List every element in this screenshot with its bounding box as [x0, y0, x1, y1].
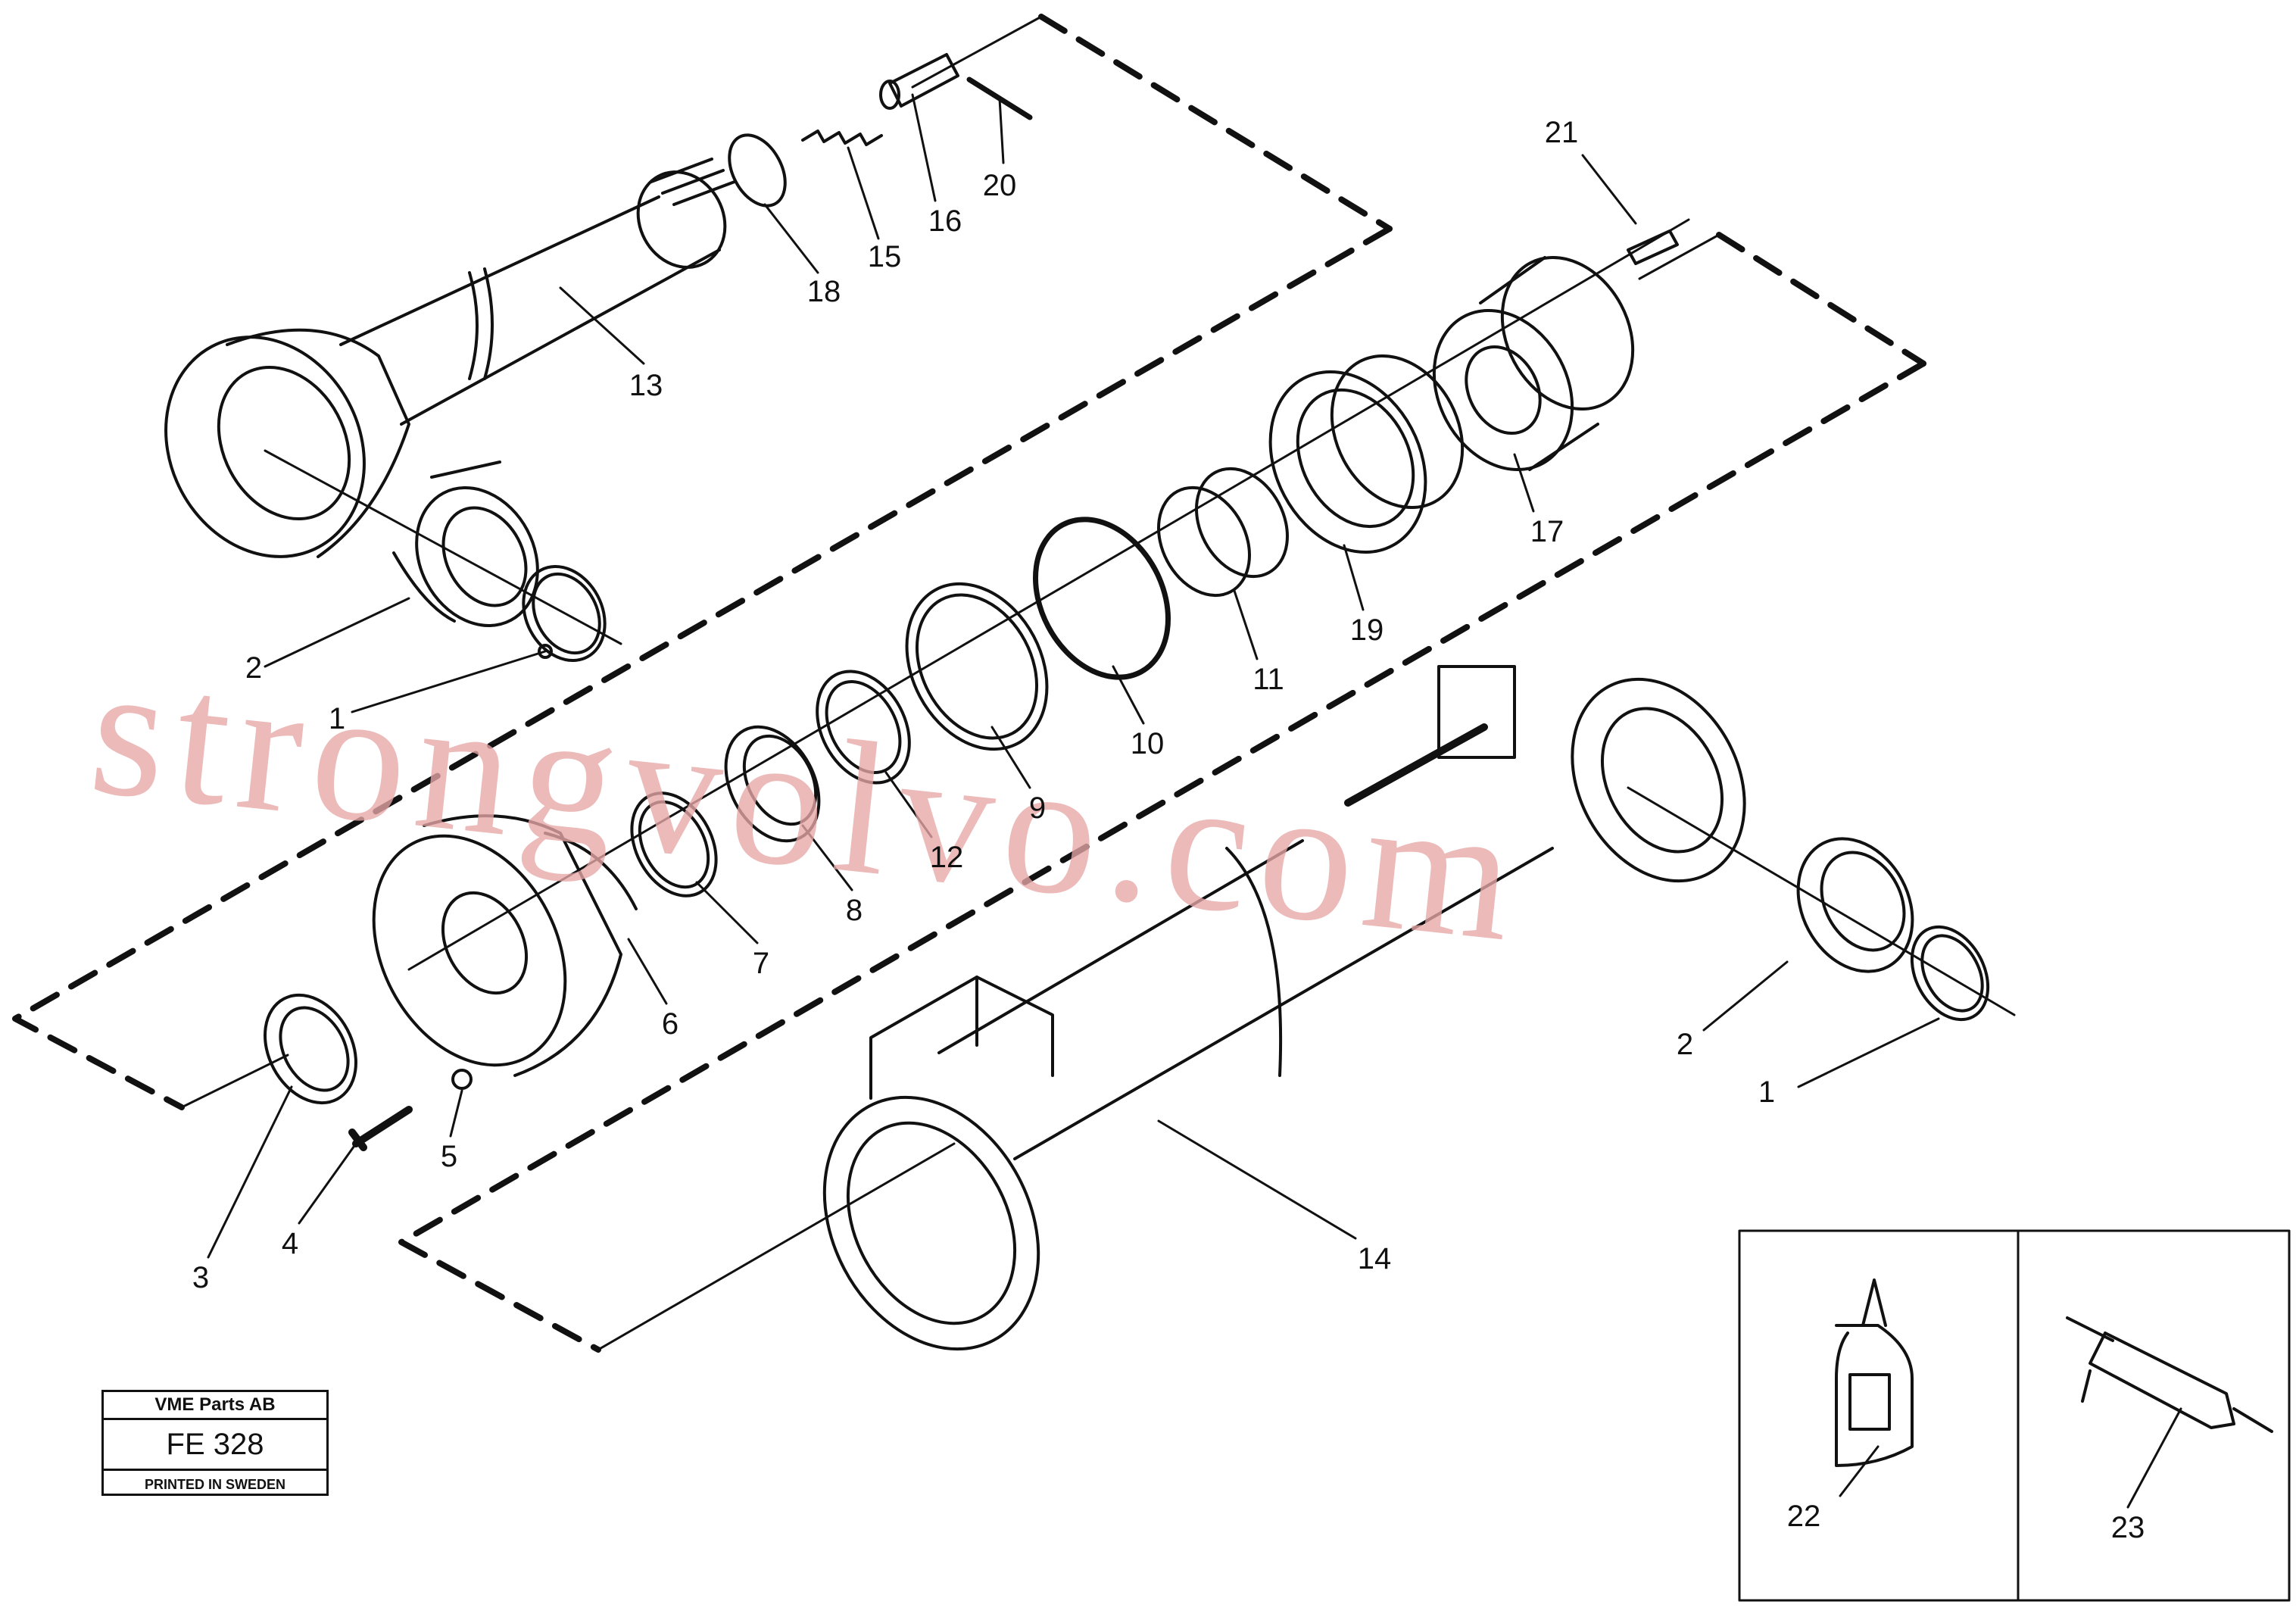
- callout-13: 13: [629, 369, 663, 402]
- callout-7: 7: [753, 947, 769, 980]
- callout-labels: 1 2 3 4 5 6 7 8 9 10 11 12 13 14 15 16 1…: [192, 116, 2145, 1544]
- callout-1-upper: 1: [329, 702, 345, 735]
- grease-nipple-21: [1627, 229, 1679, 265]
- callout-2-lower: 2: [1677, 1028, 1693, 1061]
- ring-7: [630, 791, 718, 898]
- circlip-1-upper: [522, 564, 607, 663]
- sealant-bottle-22: [1835, 1278, 1914, 1467]
- assembly-box-cylinder: [398, 232, 1926, 1353]
- callout-17: 17: [1530, 515, 1564, 548]
- callout-19: 19: [1350, 613, 1384, 647]
- ring-18: [728, 133, 787, 208]
- callout-18: 18: [807, 275, 841, 308]
- ring-10: [1032, 517, 1171, 680]
- callout-14: 14: [1358, 1242, 1392, 1275]
- wiper-3: [264, 993, 357, 1105]
- seal-8: [724, 725, 821, 843]
- screw-4: [348, 1106, 413, 1151]
- callout-1-lower: 1: [1758, 1075, 1775, 1109]
- valve-16: [879, 53, 959, 110]
- title-printed-note: PRINTED IN SWEDEN: [144, 1477, 285, 1492]
- callout-20: 20: [983, 169, 1017, 202]
- callout-23: 23: [2111, 1511, 2145, 1544]
- cylinder-tube-14: [822, 665, 1746, 1351]
- callout-4: 4: [282, 1227, 298, 1260]
- title-figure-code: FE 328: [104, 1420, 326, 1471]
- grease-gun-23: [2066, 1316, 2273, 1433]
- circlip-1-lower: [1910, 925, 1990, 1022]
- ring-9: [905, 582, 1049, 751]
- part-19: [1268, 354, 1465, 554]
- callout-5: 5: [441, 1140, 457, 1173]
- callout-12: 12: [930, 841, 964, 874]
- callout-16: 16: [928, 204, 962, 238]
- callout-21: 21: [1545, 116, 1579, 149]
- bushing-2-lower: [1796, 837, 1914, 973]
- callout-11: 11: [1253, 663, 1284, 696]
- callout-8: 8: [846, 894, 863, 927]
- piston-rod-13: [164, 158, 736, 558]
- callout-15: 15: [868, 240, 902, 273]
- callout-22: 22: [1787, 1500, 1821, 1533]
- callout-9: 9: [1029, 791, 1046, 825]
- callout-6: 6: [662, 1007, 679, 1041]
- callout-2-upper: 2: [245, 651, 262, 685]
- cylinder-head-6: [372, 814, 638, 1077]
- title-block: VME Parts AB FE 328 PRINTED IN SWEDEN: [101, 1390, 329, 1496]
- watermark: strongvolvo.com: [82, 623, 1533, 982]
- bushing-2-upper: [392, 460, 539, 627]
- callout-3: 3: [192, 1261, 209, 1294]
- washer-5: [451, 1069, 473, 1090]
- part-11: [1157, 467, 1289, 598]
- callout-10: 10: [1131, 727, 1165, 760]
- piston-17: [1432, 255, 1635, 472]
- title-company: VME Parts AB: [104, 1392, 326, 1420]
- spring-15: [801, 130, 883, 146]
- inset-box: [1738, 1229, 2291, 1602]
- assembly-box-piston-rod: [12, 14, 1393, 1110]
- leader-lines: [207, 93, 2182, 1509]
